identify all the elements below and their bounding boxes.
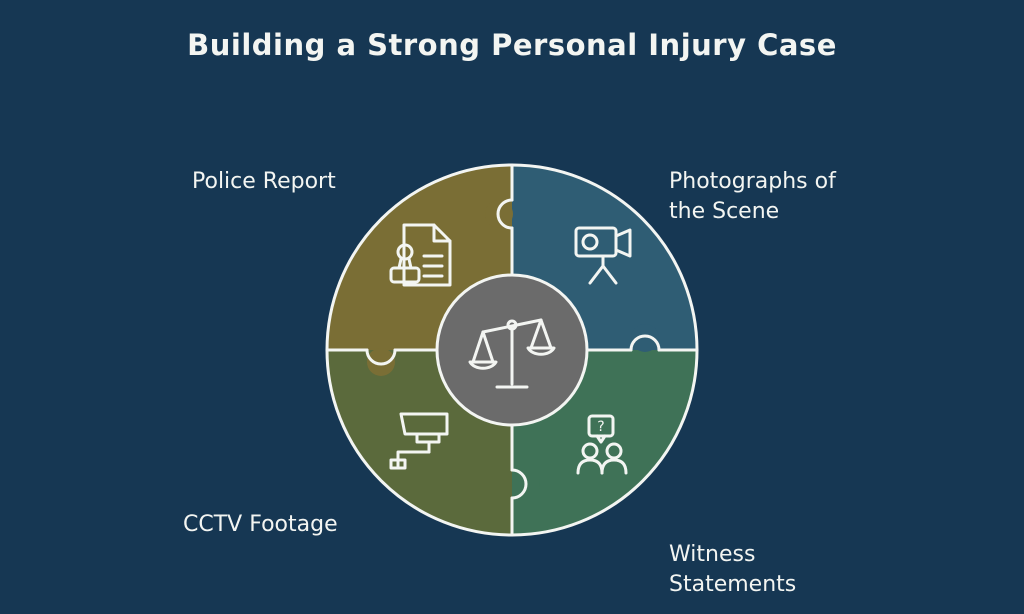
label-police-report: Police Report <box>192 167 336 197</box>
police-report-icon <box>389 223 452 287</box>
svg-text:?: ? <box>597 419 604 435</box>
label-police-report-text: Police Report <box>192 169 336 194</box>
camera-icon <box>574 226 632 285</box>
label-witness-statements-text: Witness Statements <box>669 542 797 597</box>
label-cctv-footage: CCTV Footage <box>183 510 338 540</box>
outlines <box>325 163 699 537</box>
diagram-title: Building a Strong Personal Injury Case <box>187 28 837 62</box>
scales-of-justice-icon <box>468 318 556 389</box>
witness-icon: ? <box>576 414 628 475</box>
label-photographs-text: Photographs of the Scene <box>669 169 836 224</box>
puzzle-knob-right <box>631 324 659 352</box>
knob-left-outline <box>365 348 397 366</box>
knob-top-outline <box>496 198 514 230</box>
knob-right-outline <box>629 334 661 352</box>
label-cctv-footage-text: CCTV Footage <box>183 512 338 537</box>
puzzle-knob-left <box>367 348 395 376</box>
cctv-icon <box>389 412 449 470</box>
knob-bottom-outline <box>510 468 528 500</box>
label-witness-statements: Witness Statements <box>669 510 796 600</box>
label-photographs: Photographs of the Scene <box>669 137 836 227</box>
